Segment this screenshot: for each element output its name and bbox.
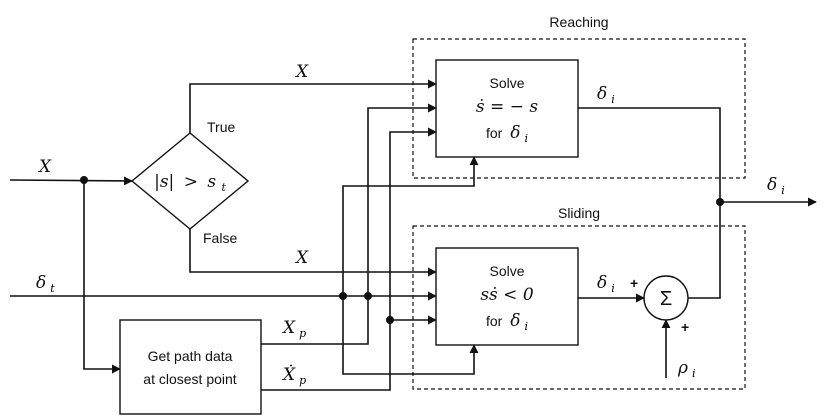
path-data-block [119,319,262,415]
delta-t-to-sliding-arrow [342,296,479,375]
path-data-line1: Get path data [148,348,233,364]
x-input-label: X [37,157,52,177]
decision-false-label: False [203,230,237,246]
x-false-label: X [294,248,309,268]
xp-label: X p [281,318,306,340]
sliding-solve-for: for δ i [486,311,528,333]
sliding-solve-equation: sṡ < 0 [480,285,534,305]
reaching-label: Reaching [549,14,608,30]
xp-dot-label: Ẋ p [281,364,306,387]
sliding-region [412,225,746,390]
reaching-region [412,38,746,179]
sum-output-line [688,202,721,299]
x-input-arrow [9,176,133,186]
delta-t-to-reaching-arrow [342,156,479,296]
reaching-solve-block [435,59,579,158]
sliding-label: Sliding [558,205,600,221]
xp-to-reaching-arrow [261,103,437,345]
sum-symbol: Σ [660,288,672,310]
reaching-solve-title: Solve [489,75,524,91]
delta-t-label: δ t [36,273,55,295]
xp-dot-to-reaching-arrow [261,127,437,391]
x-true-label: X [294,62,309,82]
delta-i-output-label: δ i [767,175,785,197]
reaching-output-line [578,107,721,202]
rho-label: ρ i [677,358,696,380]
sum-plus-left: + [630,275,638,291]
delta-i-sliding-label: δ i [597,273,615,295]
true-branch-arrow [189,79,437,133]
x-to-path-data-arrow [83,180,121,374]
sum-plus-bottom: + [681,319,689,335]
decision-condition: |s| > s t [154,172,226,194]
reaching-solve-for: for δ i [486,123,528,145]
xp-junction [364,292,372,300]
decision-true-label: True [207,119,235,135]
reaching-solve-equation: ṡ = − s [476,97,538,117]
sliding-solve-title: Solve [489,263,524,279]
path-data-line2: at closest point [143,371,236,387]
false-branch-arrow [189,229,437,277]
delta-i-reaching-label: δ i [597,84,615,106]
